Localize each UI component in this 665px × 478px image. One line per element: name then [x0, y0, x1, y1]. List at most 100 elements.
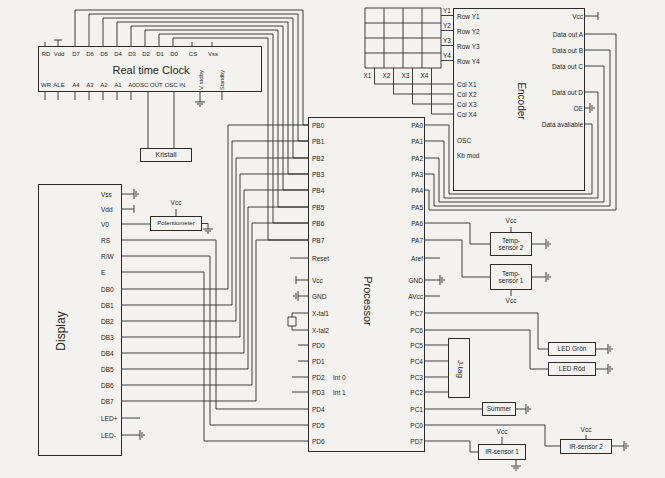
pin-name: DB6	[101, 383, 114, 390]
pin-name: V0	[101, 222, 109, 229]
pin-name: PA7	[411, 238, 423, 245]
pin-name: PB3	[312, 172, 324, 179]
component-title: Encoder	[516, 82, 526, 119]
pin-name: PD2	[312, 375, 325, 382]
pin-name: OSC	[457, 138, 471, 145]
pin-name: DB5	[101, 367, 114, 374]
pin-name: DB7	[101, 399, 114, 406]
wire	[122, 174, 308, 337]
component-title: Display	[55, 311, 67, 350]
pin-name: PC0	[410, 423, 423, 430]
pin-name: PA3	[411, 172, 423, 179]
wire	[174, 92, 175, 148]
pin-name: D6	[86, 51, 94, 57]
component-name: IR-sensor 2	[569, 443, 603, 450]
pin-name: D4	[114, 51, 122, 57]
pin-name: PB2	[312, 156, 324, 163]
signal-label: Y4	[442, 52, 452, 59]
pin-name: PC1	[410, 407, 423, 414]
pin-name: Aref	[411, 256, 423, 263]
component-name: Potentiometer	[157, 220, 194, 227]
component-name: Temp-sensor 2	[493, 237, 529, 252]
signal-label: X3	[401, 73, 411, 80]
component-box: Summer	[482, 402, 516, 416]
signal-label: Vcc	[170, 200, 183, 207]
pin-name: D1	[156, 51, 164, 57]
wire	[122, 272, 308, 441]
pin-name: D3	[128, 51, 136, 57]
wire	[122, 240, 308, 409]
pin-name: RS	[101, 238, 110, 245]
component-name: J-tag	[456, 360, 464, 378]
wire	[425, 345, 448, 346]
wire	[122, 240, 308, 401]
wire	[122, 207, 308, 369]
signal-label: Vcc	[496, 429, 509, 436]
pin-name: X-tal2	[312, 328, 329, 335]
pin-name: CS	[189, 51, 197, 57]
pin-name: Row Y2	[457, 28, 480, 35]
pin-name: A4	[72, 82, 79, 88]
wire	[425, 240, 490, 277]
pin-name: Data out D	[552, 90, 583, 97]
pin-name: RD	[42, 51, 51, 57]
pin-name: PD3	[312, 390, 325, 397]
pin-name: Data out C	[552, 64, 583, 71]
wire	[148, 92, 149, 148]
signal-label: Vcc	[505, 298, 518, 305]
component-box: J-tag	[448, 338, 470, 398]
pin-name: LED-	[101, 433, 116, 440]
pin-name: A2	[100, 82, 107, 88]
component-box: IR-sensor 1	[478, 444, 526, 460]
pin-name: PD1	[312, 359, 325, 366]
pin-name: PB5	[312, 205, 324, 212]
pin-name: PB0	[312, 123, 324, 130]
component-name: LED Grön	[558, 345, 587, 352]
wire	[425, 223, 490, 244]
pin-name: Col X3	[457, 102, 477, 109]
pin-name: PB4	[312, 188, 324, 195]
pin-name: A0	[128, 82, 135, 88]
wire	[122, 224, 150, 225]
wire	[425, 330, 548, 369]
component-box: LED Grön	[548, 342, 596, 356]
pin-name: D7	[72, 51, 80, 57]
pin-name: PA4	[411, 188, 423, 195]
pin-name: AVcc	[408, 294, 423, 301]
pin-name: Vdd	[54, 51, 65, 57]
signal-label: Vcc	[505, 218, 518, 225]
component-name: Kristall	[155, 151, 176, 159]
pin-name: DB0	[101, 287, 114, 294]
pin-name: PB6	[312, 221, 324, 228]
wire	[122, 256, 308, 425]
pin-name: Col X1	[457, 82, 477, 89]
pin-name: Row Y1	[457, 13, 480, 20]
wire	[425, 425, 560, 446]
pin-name: Vss	[101, 192, 112, 199]
component-box: LED Röd	[548, 362, 596, 376]
wire	[117, 22, 308, 174]
wire	[122, 190, 308, 353]
pin-name: Data out B	[552, 48, 583, 55]
signal-label: Y2	[442, 22, 452, 29]
pin-name: OSC IN	[165, 82, 186, 88]
wire	[425, 361, 448, 362]
pin-name: Row Y3	[457, 43, 480, 50]
pin-name: PC7	[410, 311, 423, 318]
component-box: DisplayVssVddV0RSR/WEDB0DB1DB2DB3DB4DB5D…	[38, 184, 122, 456]
component-name: Summer	[487, 405, 512, 412]
pin-name: PD0	[312, 343, 325, 350]
signal-label: Y1	[442, 7, 452, 14]
pin-name: V stdby	[198, 70, 204, 90]
pin-name: Vcc	[312, 278, 323, 285]
component-name: Temp-sensor 1	[493, 270, 529, 285]
pin-name: Int 0	[333, 375, 346, 382]
pin-name: A3	[86, 82, 93, 88]
pin-name: PB7	[312, 238, 324, 245]
pin-name: PD4	[312, 407, 325, 414]
pin-name: PD6	[312, 439, 325, 446]
pin-name: Data avaliable	[542, 122, 583, 129]
pin-name: R/W	[101, 254, 114, 261]
component-title: Processor	[362, 276, 373, 326]
